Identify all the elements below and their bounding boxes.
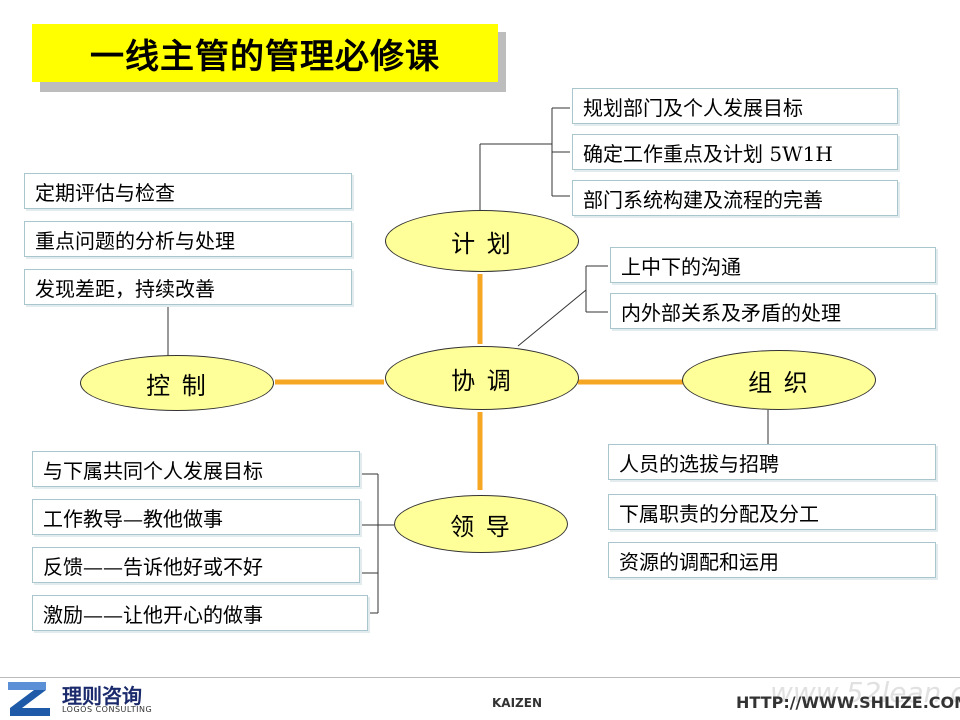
coordinate-item: 内外部关系及矛盾的处理 xyxy=(610,293,936,329)
plan-item: 确定工作重点及计划 5W1H xyxy=(572,134,898,170)
lead-item: 工作教导—教他做事 xyxy=(32,499,360,535)
logo-subtext: LOGOS CONSULTING xyxy=(62,705,153,714)
organize-item: 资源的调配和运用 xyxy=(608,542,936,578)
footer-url[interactable]: HTTP://WWW.SHLIZE.COM xyxy=(736,693,960,712)
plan-item: 部门系统构建及流程的完善 xyxy=(572,180,898,216)
footer-kaizen: KAIZEN xyxy=(492,696,542,710)
plan-node: 计 划 xyxy=(385,210,579,272)
watermark: www.52lean.com xyxy=(770,676,960,709)
plan-item: 规划部门及个人发展目标 xyxy=(572,88,898,124)
organize-item: 下属职责的分配及分工 xyxy=(608,494,936,530)
lead-node: 领 导 xyxy=(394,495,568,553)
control-item: 重点问题的分析与处理 xyxy=(24,221,352,257)
organize-node: 组 织 xyxy=(682,350,876,410)
coordinate-link xyxy=(517,289,587,347)
coordinate-item: 上中下的沟通 xyxy=(610,247,936,283)
footer-divider xyxy=(0,677,960,678)
lead-item: 激励——让他开心的做事 xyxy=(32,595,368,631)
control-node: 控 制 xyxy=(80,355,274,411)
lead-item: 反馈——告诉他好或不好 xyxy=(32,547,360,583)
logo-text: 理则咨询 xyxy=(62,684,142,708)
control-item: 定期评估与检查 xyxy=(24,173,352,209)
page-title: 一线主管的管理必修课 xyxy=(32,24,498,82)
center-node: 协 调 xyxy=(385,346,579,410)
lead-item: 与下属共同个人发展目标 xyxy=(32,451,360,487)
control-item: 发现差距，持续改善 xyxy=(24,269,352,305)
organize-item: 人员的选拔与招聘 xyxy=(608,444,936,480)
logo-icon xyxy=(8,682,50,716)
